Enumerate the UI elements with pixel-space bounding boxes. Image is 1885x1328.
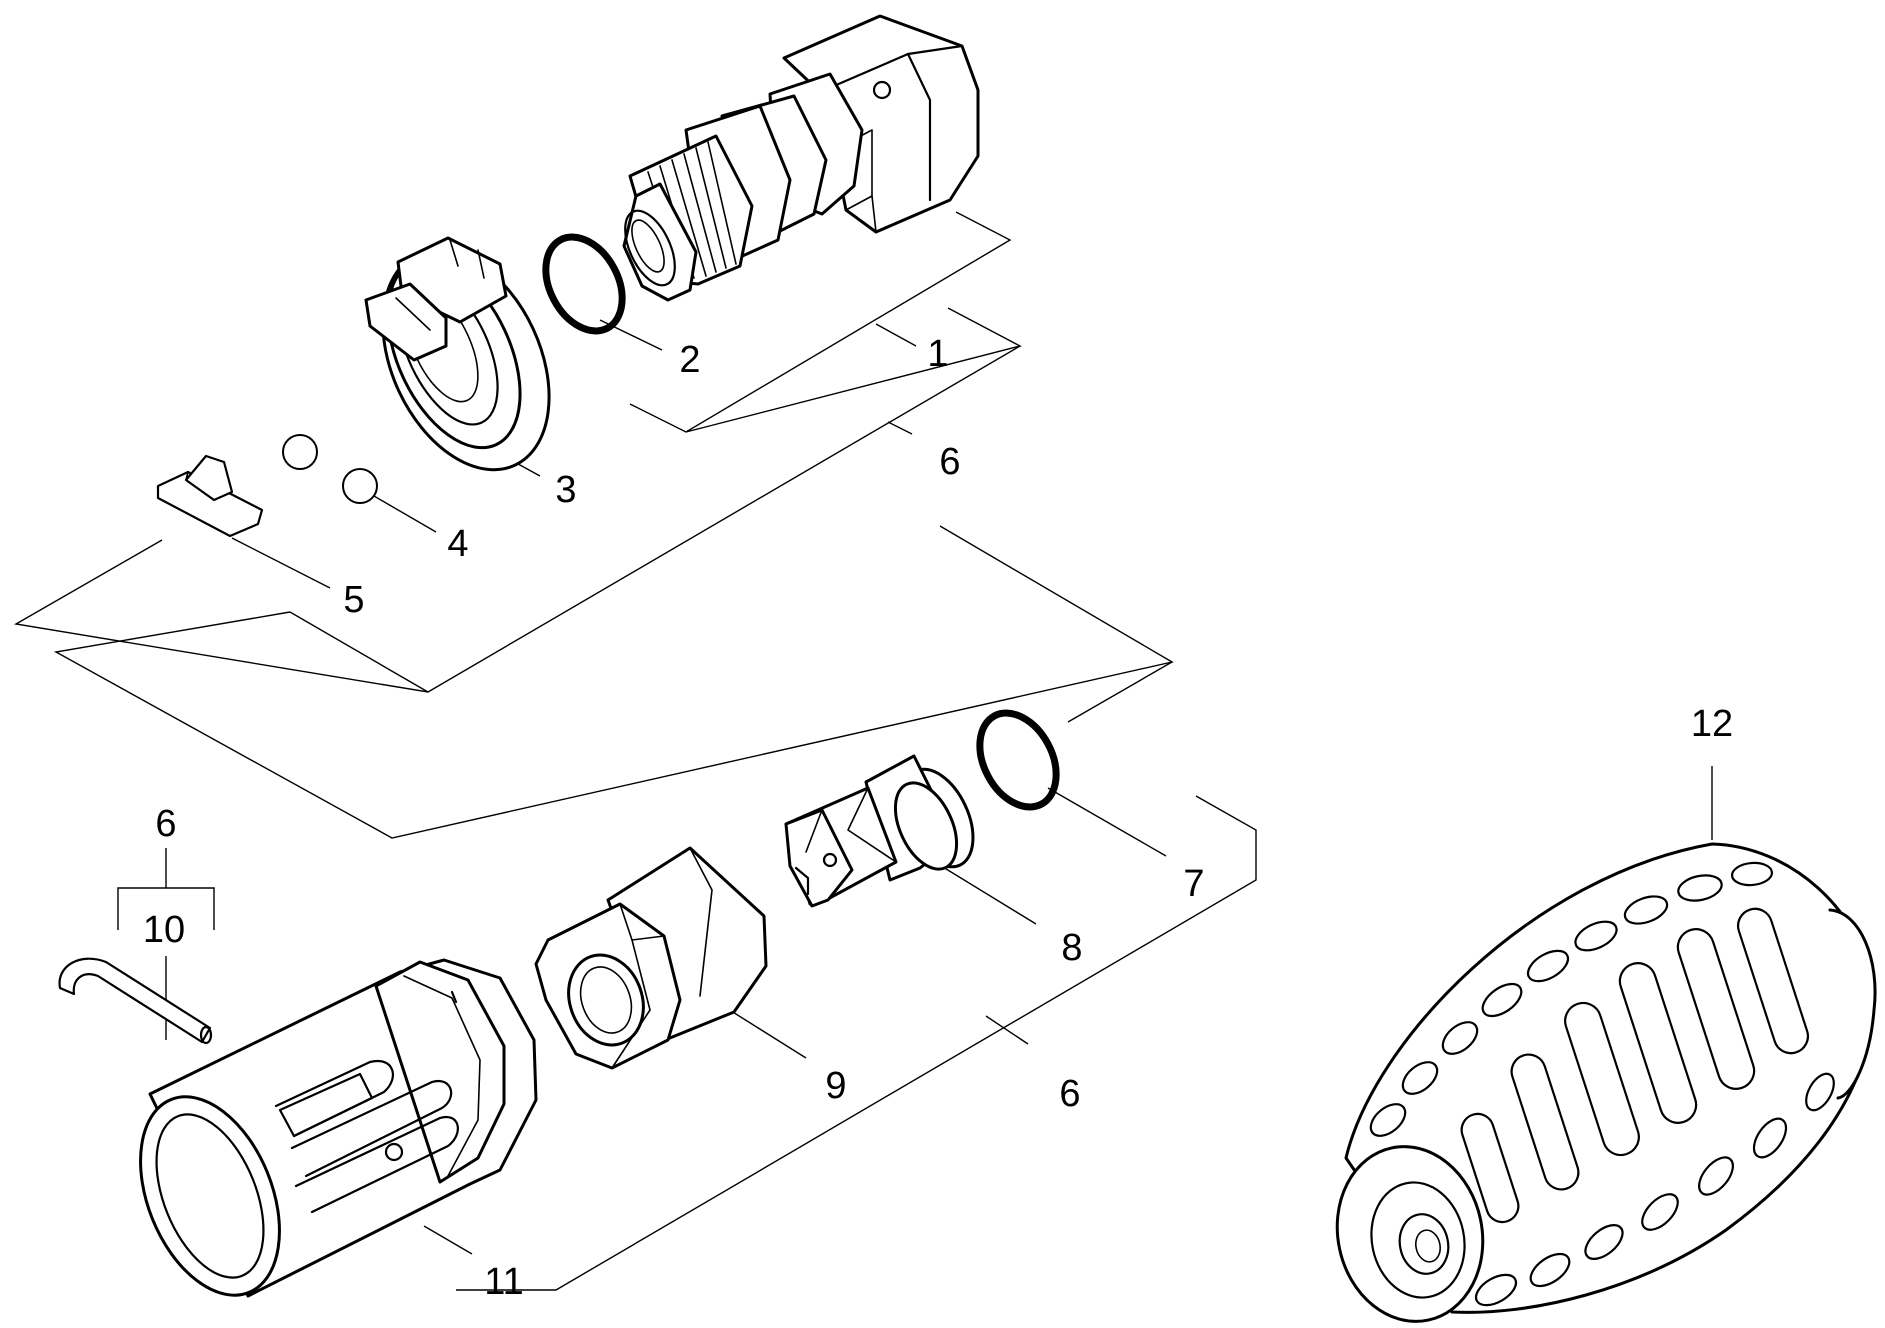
o-ring-upper [542, 233, 626, 335]
assembly-bracket-6-lower [456, 795, 1257, 1291]
handle-sleeve [139, 958, 538, 1298]
callout-4: 4 [447, 523, 468, 565]
connector-fitting [622, 14, 980, 302]
callout-7: 7 [1183, 863, 1204, 905]
locking-clip [156, 454, 264, 538]
assembly-bracket-6-upper [13, 345, 1021, 693]
callout-3: 3 [555, 469, 576, 511]
callout-6-middle: 6 [1059, 1073, 1080, 1115]
o-ring-lower [976, 709, 1060, 811]
assembly-bracket-6-middle [53, 525, 1174, 839]
callout-10: 10 [143, 909, 185, 951]
ball-bearings [282, 434, 378, 504]
callout-5: 5 [343, 579, 364, 621]
callout-9: 9 [825, 1065, 846, 1107]
protective-cap [1335, 842, 1877, 1323]
callout-11: 11 [484, 1261, 523, 1303]
nozzle-insert [784, 754, 975, 908]
retaining-pin [58, 957, 213, 1045]
callout-12: 12 [1691, 703, 1733, 745]
assembly-bracket-10 [117, 848, 215, 930]
coupling-ring [364, 236, 551, 472]
union-nut [534, 846, 768, 1070]
callout-8: 8 [1061, 927, 1082, 969]
callout-6-upper: 6 [939, 441, 960, 483]
callout-1: 1 [927, 333, 948, 375]
callout-2: 2 [679, 339, 700, 381]
callout-6-bracket-10: 6 [155, 803, 176, 845]
